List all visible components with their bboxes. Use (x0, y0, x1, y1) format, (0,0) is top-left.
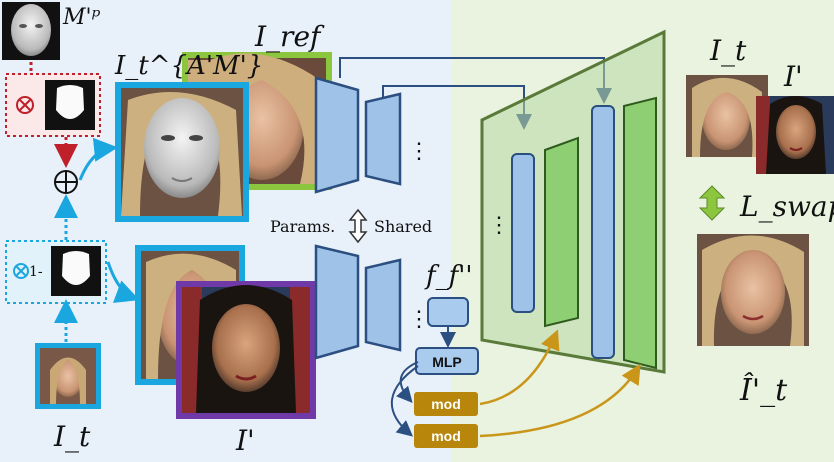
target-image-label-bottom: I_t (53, 420, 91, 453)
inverse-mask-box: 1- (5, 240, 107, 304)
loss-arrow-icon (698, 185, 726, 221)
source-output-thumbnail (756, 96, 834, 174)
target-output-thumbnail (686, 75, 768, 157)
masked-target-image (115, 82, 249, 222)
mod-top-to-decoder-arrow (479, 329, 560, 406)
swapped-output-image (697, 234, 809, 346)
mod-block-top: mod (414, 392, 478, 416)
params-label: Params. (270, 217, 335, 236)
decoder-frame: ⋮ (480, 29, 666, 374)
feature-box (427, 297, 469, 327)
encoder-bottom-dots: ⋮ (408, 307, 430, 332)
mlp-to-mod-top-arrow (396, 361, 419, 404)
source-image (176, 281, 316, 419)
masked-target-label: I_t^{A'M'} (114, 51, 263, 81)
mod-bottom-to-decoder-arrow (479, 363, 641, 438)
mlp-block: MLP (415, 347, 479, 375)
decoder-blue-1 (511, 153, 535, 313)
swap-loss-label: L_swap (739, 190, 834, 223)
mod-block-bottom: mod (414, 424, 478, 448)
decoder-green-2 (623, 96, 657, 370)
3d-mask-thumbnail (2, 2, 60, 60)
feature-label: f_f'' (424, 261, 473, 291)
swapped-output-label: Î'_t (739, 372, 788, 408)
multiply-icon-top (16, 96, 34, 114)
mask-to-swapped-arrow (106, 261, 140, 303)
mask-3d-label: M'ᵖ (62, 5, 101, 30)
one-minus-label: 1- (29, 264, 43, 280)
mask-multiply-box (5, 73, 101, 137)
mlp-label: MLP (432, 354, 462, 370)
sum-icon (54, 170, 78, 194)
encoder-bottom: ⋮ (314, 244, 430, 360)
source-image-label-top: I' (783, 60, 803, 93)
decoder-green-1 (544, 136, 579, 328)
decoder-blue-2 (591, 105, 615, 359)
encoder-top: ⋮ (314, 76, 430, 194)
sum-to-masked-arrow (78, 137, 118, 181)
decoder-dots: ⋮ (488, 213, 510, 238)
shared-arrow-icon (348, 208, 368, 244)
reference-image-label: I_ref (254, 20, 325, 53)
shared-label: Shared (374, 217, 432, 236)
mod-bottom-label: mod (431, 428, 461, 444)
mod-top-label: mod (431, 396, 461, 412)
target-image-label-top: I_t (709, 34, 747, 67)
multiply-icon-bottom (13, 263, 29, 279)
target-image-small (35, 343, 101, 409)
encoder-top-dots: ⋮ (408, 139, 430, 164)
mlp-to-mod-bottom-arrow (391, 365, 419, 437)
source-image-label-bottom: I' (235, 424, 255, 457)
